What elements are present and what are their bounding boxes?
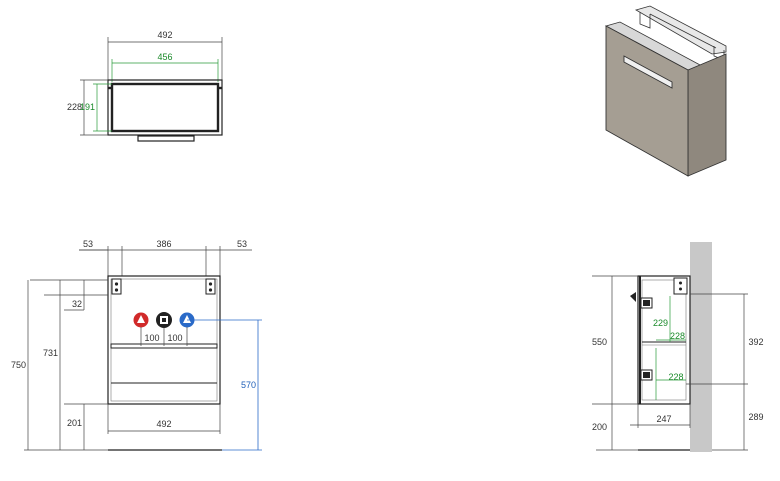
drain-outlet-icon: [156, 312, 172, 328]
front-view: 53 386 53 100 100: [11, 239, 262, 451]
dim-pipe-height: 570: [241, 380, 256, 390]
top-view: 492 456 228 191: [67, 30, 223, 142]
dim-side-floor-height: 200: [592, 422, 607, 432]
dim-pipe-spacing-right: 100: [167, 333, 182, 343]
hot-water-inlet-icon: [133, 312, 149, 328]
side-view: 229 228 228 550 200 247 392 289: [592, 242, 764, 452]
top-view-inner: [110, 82, 220, 133]
dim-top-width-outer: 492: [157, 30, 172, 40]
dim-front-base-width: 492: [156, 419, 171, 429]
dim-side-inner-upper: 229: [653, 318, 668, 328]
cabinet-front-door: [605, 25, 689, 177]
dim-front-cabinet-top: 731: [43, 348, 58, 358]
dim-top-width-inner: 456: [157, 52, 172, 62]
cabinet-side-panel: [687, 53, 727, 177]
wall: [690, 242, 712, 452]
top-view-outline: [107, 79, 223, 136]
dim-front-center-span: 386: [156, 239, 171, 249]
top-view-handle: [137, 135, 195, 142]
dim-front-floor-clearance: 201: [67, 418, 82, 428]
dim-front-right-margin: 53: [237, 239, 247, 249]
dim-top-depth-inner: 191: [80, 102, 95, 112]
dim-side-depth: 247: [656, 414, 671, 424]
dim-front-overall-height: 750: [11, 360, 26, 370]
dim-front-left-margin: 53: [83, 239, 93, 249]
dim-front-top-offset: 32: [72, 299, 82, 309]
cabinet-handle: [623, 55, 673, 89]
dim-top-depth-outer: 228: [67, 102, 82, 112]
dim-side-lower-depth: 228: [668, 372, 683, 382]
side-view-outline: [637, 275, 691, 405]
dim-side-cabinet-height: 550: [592, 337, 607, 347]
dim-pipe-spacing-left: 100: [144, 333, 159, 343]
front-view-outline: [107, 275, 221, 405]
dim-side-shelf-depth: 228: [670, 331, 685, 341]
dim-side-wall-upper: 392: [748, 337, 763, 347]
isometric-cabinet: [604, 5, 727, 177]
dim-side-wall-lower: 289: [748, 412, 763, 422]
